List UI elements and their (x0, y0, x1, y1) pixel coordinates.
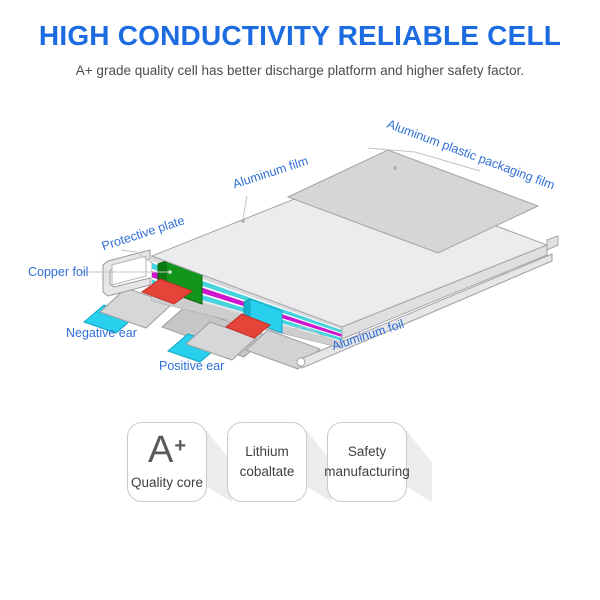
label-copper-foil: Copper foil (28, 265, 89, 279)
label-positive-ear: Positive ear (159, 359, 225, 373)
flange-curl (296, 357, 306, 367)
feature-label: Lithium cobaltate (239, 444, 295, 479)
feature-label: Safety manufacturing (324, 444, 410, 479)
leader-dots (168, 166, 397, 274)
feature-shadow (406, 430, 432, 502)
a-plus-badge: A+ (147, 429, 187, 472)
leader-lines (80, 147, 481, 342)
positive-foil-block (249, 298, 283, 334)
positive-pad (225, 313, 271, 339)
feature-quality-core: A+ Quality core (127, 422, 207, 502)
right-end-step (546, 235, 559, 251)
label-negative-ear: Negative ear (66, 326, 137, 340)
page-subtitle: A+ grade quality cell has better dischar… (75, 63, 525, 78)
feature-safety-manufacturing: Safety manufacturing (324, 422, 410, 502)
negative-pad (140, 278, 194, 305)
cell-right-face (341, 244, 548, 340)
protective-plate-slot (111, 255, 147, 286)
feature-label: Quality core (130, 475, 204, 491)
feature-lithium-cobaltate: Lithium cobaltate (227, 422, 307, 502)
packaging-film-flap (286, 149, 540, 254)
page-title: HIGH CONDUCTIVITY RELIABLE CELL (38, 20, 562, 51)
